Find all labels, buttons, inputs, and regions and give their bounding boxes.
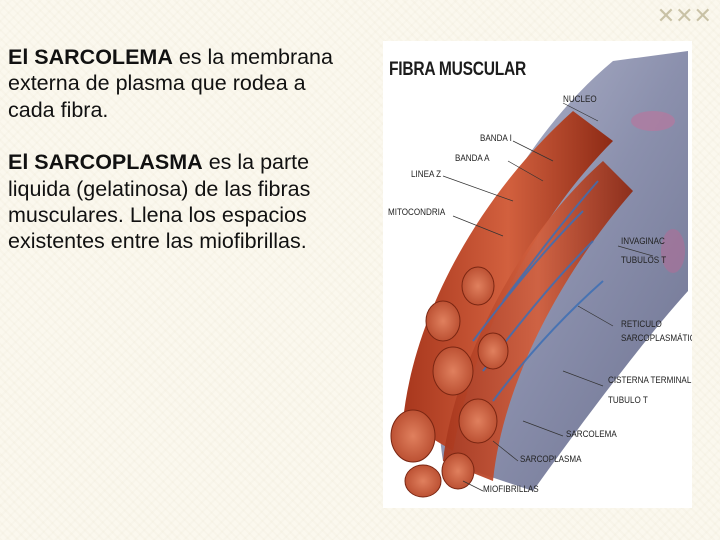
- term-sarcolema: El SARCOLEMA: [8, 45, 173, 69]
- label-sarcoplasma: SARCOPLASMA: [520, 454, 582, 465]
- definition-sarcolema: es la membrana externa de plasma que rod…: [8, 45, 333, 122]
- label-sarcolema: SARCOLEMA: [566, 429, 617, 440]
- paragraph-sarcolema: El SARCOLEMA es la membrana externa de p…: [8, 44, 338, 123]
- label-reticulo: RETICULO: [621, 319, 662, 330]
- label-miofibrillas: MIOFIBRILLAS: [483, 484, 539, 495]
- term-sarcoplasma: El SARCOPLASMA: [8, 150, 203, 175]
- paragraph-sarcoplasma: El SARCOPLASMA es la parte liquida (gela…: [8, 149, 338, 255]
- definition-sarcoplasma: es la parte liquida (gelatinosa) de las …: [8, 150, 311, 254]
- label-mitocondria: MITOCONDRIA: [388, 207, 446, 218]
- muscle-fiber-diagram: FIBRA MUSCULAR NUCLEO BANDA I BANDA A LI…: [383, 41, 692, 508]
- nucleus-shape: [631, 111, 675, 131]
- label-invaginac: INVAGINAC: [621, 236, 665, 247]
- myofibril-ends: [390, 266, 509, 498]
- label-tubulos-t: TUBULOS T: [621, 255, 667, 266]
- label-banda-i: BANDA I: [480, 133, 512, 144]
- corner-decoration: ✕✕✕: [656, 4, 712, 29]
- label-sarcoplasmatico: SARCOPLASMÁTICO: [621, 333, 692, 344]
- nucleus-shape-2: [661, 229, 685, 273]
- label-linea-z: LINEA Z: [411, 169, 442, 180]
- muscle-fiber-illustration: [390, 51, 688, 498]
- text-column: El SARCOLEMA es la membrana externa de p…: [8, 44, 338, 281]
- myofibril-bundle-2: [443, 161, 633, 481]
- label-cisterna-terminal: CISTERNA TERMINAL: [608, 375, 692, 386]
- figure-title: FIBRA MUSCULAR: [389, 59, 527, 80]
- leader-lines: [442, 102, 654, 492]
- label-tubulo-t: TUBULO T: [608, 395, 648, 406]
- label-nucleo: NUCLEO: [563, 94, 597, 105]
- label-banda-a: BANDA A: [455, 153, 490, 164]
